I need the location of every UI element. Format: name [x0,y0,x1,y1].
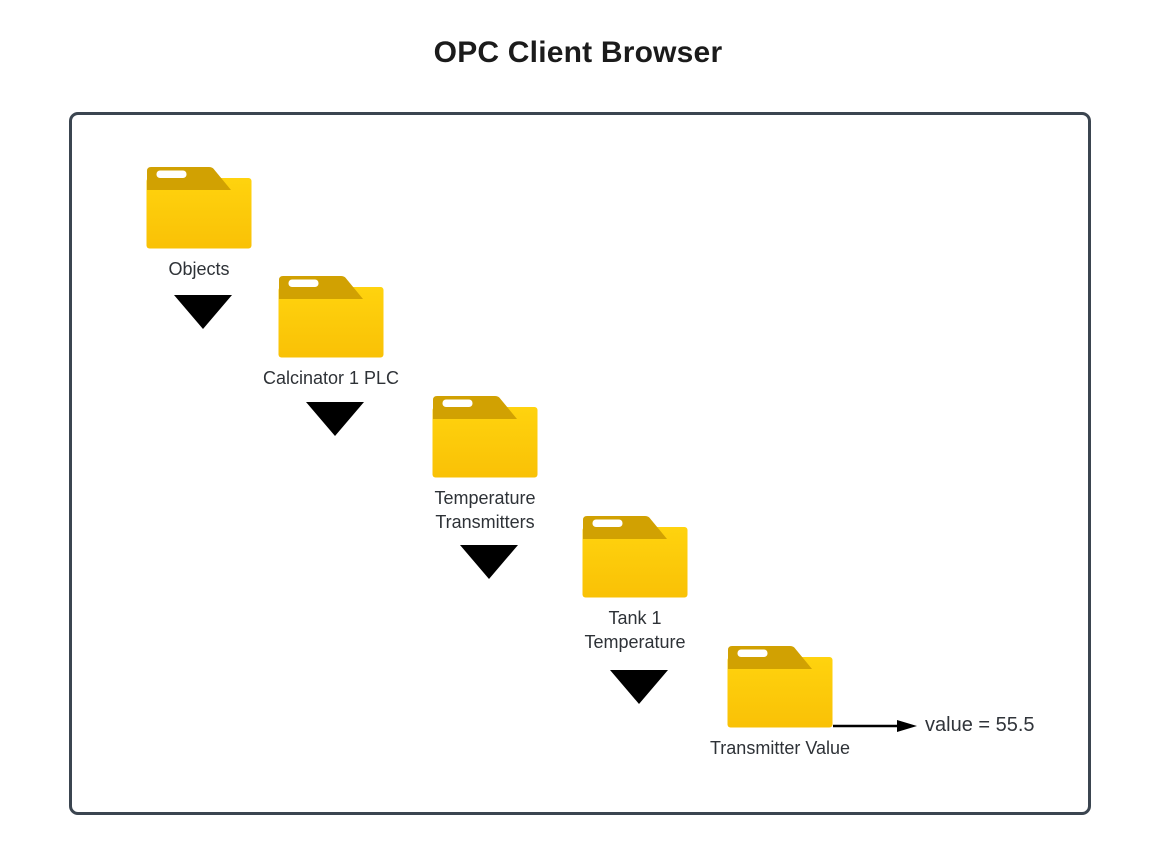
node-label[interactable]: Calcinator 1 PLC [263,366,399,390]
node-label-line: Calcinator 1 PLC [262,368,400,388]
value-label: value = 55.5 [925,714,1035,736]
node-label-line: Temperature [434,488,536,508]
tree-node-transmitter-value[interactable]: Transmitter Value value = 55.5 [710,644,1035,758]
expand-triangle-icon[interactable] [306,402,364,436]
tree-node-temperature-transmitters[interactable]: Temperature Transmitters [432,394,538,579]
tree-node-calcinator-1-plc[interactable]: Calcinator 1 PLC [263,274,399,436]
node-label-line: Tank 1 [608,608,662,628]
folder-icon[interactable] [727,644,833,728]
node-label[interactable]: Temperature Transmitters [434,486,535,534]
right-arrow-icon [833,720,917,732]
node-label-line: Transmitters [435,512,535,532]
node-label-line: Transmitter Value [709,738,851,758]
expand-triangle-icon[interactable] [460,545,518,579]
tree-node-tank-1-temperature[interactable]: Tank 1 Temperature [582,514,688,704]
folder-icon[interactable] [278,274,384,358]
tree-node-objects[interactable]: Objects [146,165,252,329]
page-title: OPC Client Browser [433,36,723,69]
node-label-line: Temperature [584,632,686,652]
expand-triangle-icon[interactable] [610,670,668,704]
node-label-line: Objects [168,259,230,279]
folder-icon[interactable] [432,394,538,478]
folder-icon[interactable] [146,165,252,249]
node-label[interactable]: Tank 1 Temperature [584,606,685,654]
expand-triangle-icon[interactable] [174,295,232,329]
node-label[interactable]: Objects [168,257,229,281]
folder-icon[interactable] [582,514,688,598]
node-label[interactable]: Transmitter Value [710,736,850,760]
